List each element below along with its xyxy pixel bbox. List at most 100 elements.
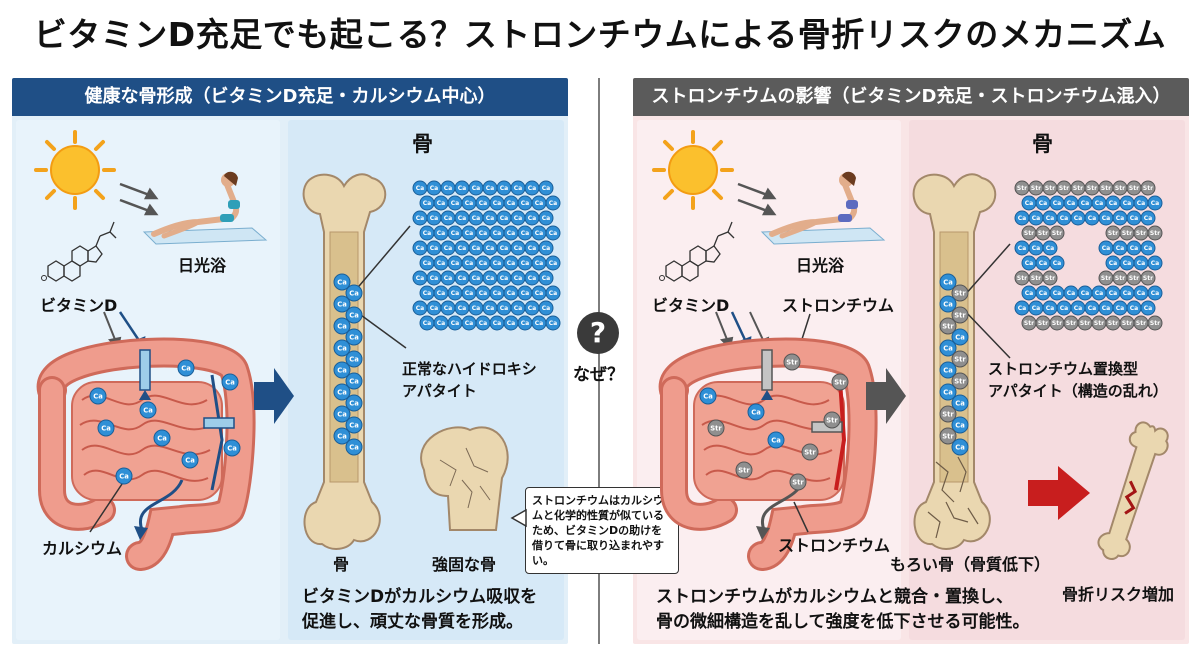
svg-text:Ca: Ca (1039, 200, 1047, 207)
svg-text:Str: Str (1136, 320, 1146, 327)
svg-text:Str: Str (1101, 185, 1111, 192)
svg-text:Ca: Ca (458, 215, 466, 222)
lattice-strontium-ion: Str (1140, 180, 1156, 196)
svg-text:Ca: Ca (507, 320, 515, 327)
svg-text:Str: Str (1024, 230, 1034, 237)
svg-text:Ca: Ca (472, 215, 480, 222)
svg-text:Ca: Ca (1095, 290, 1103, 297)
svg-text:Str: Str (786, 359, 798, 367)
svg-text:Ca: Ca (1032, 245, 1040, 252)
lattice-calcium-ion: Ca (419, 195, 435, 211)
svg-text:Ca: Ca (500, 275, 508, 282)
svg-text:Ca: Ca (1102, 305, 1110, 312)
svg-text:Ca: Ca (528, 305, 536, 312)
svg-text:Ca: Ca (451, 260, 459, 267)
svg-text:Ca: Ca (472, 275, 480, 282)
svg-text:Ca: Ca (549, 290, 557, 297)
svg-text:Ca: Ca (514, 305, 522, 312)
right-sunbathing-woman-icon (760, 171, 886, 245)
svg-text:Ca: Ca (955, 334, 965, 342)
svg-text:Str: Str (1087, 185, 1097, 192)
lattice-calcium-ion: Ca (468, 180, 484, 196)
svg-text:Ca: Ca (227, 445, 237, 453)
svg-text:Ca: Ca (542, 275, 550, 282)
lattice-calcium-ion: Ca (545, 285, 561, 301)
svg-text:Ca: Ca (430, 185, 438, 192)
intestine-strontium-ion: Str (789, 473, 807, 491)
svg-text:Ca: Ca (1151, 290, 1159, 297)
bone-calcium-ion: Ca (333, 295, 351, 313)
svg-text:Ca: Ca (451, 230, 459, 237)
note-pointer (510, 508, 527, 528)
svg-text:Ca: Ca (1123, 290, 1131, 297)
svg-text:Ca: Ca (430, 305, 438, 312)
svg-text:Ca: Ca (943, 389, 953, 397)
strontium-label-top: ストロンチウム (782, 296, 895, 315)
svg-text:Ca: Ca (349, 444, 359, 452)
svg-text:Str: Str (1150, 230, 1160, 237)
bone-strontium-ion: Str (951, 350, 969, 368)
lattice-calcium-ion: Ca (1147, 195, 1163, 211)
substituted-apatite-label: ストロンチウム置換型 アパタイト（構造の乱れ） (988, 360, 1168, 400)
svg-text:Ca: Ca (472, 245, 480, 252)
intestine-strontium-ion: Str (823, 411, 841, 429)
svg-text:Ca: Ca (549, 320, 557, 327)
right-sun-icon (652, 130, 734, 210)
svg-text:Ca: Ca (119, 473, 129, 481)
lattice-calcium-ion: Ca (1049, 285, 1065, 301)
intestine-calcium-ion: Ca (223, 439, 241, 457)
bone-calcium-ion: Ca (939, 273, 957, 291)
lattice-calcium-ion: Ca (440, 210, 456, 226)
svg-text:Str: Str (954, 378, 966, 386)
svg-text:Ca: Ca (955, 422, 965, 430)
intestine-strontium-ion: Str (831, 373, 849, 391)
bone-calcium-ion: Ca (333, 383, 351, 401)
hydroxyapatite-label: 正常なハイドロキシ アパタイト (402, 360, 537, 400)
lattice-strontium-ion: Str (1028, 270, 1044, 286)
svg-text:Ca: Ca (549, 200, 557, 207)
strong-bone-icon (420, 426, 509, 531)
page-title: ビタミンD充足でも起こる？ストロンチウムによる骨折リスクのメカニズム (33, 15, 1167, 54)
svg-text:Ca: Ca (535, 290, 543, 297)
svg-text:Ca: Ca (416, 215, 424, 222)
fractured-bone-icon (1097, 421, 1169, 560)
intestine-calcium-ion: Ca (89, 387, 107, 405)
svg-text:Str: Str (954, 356, 966, 364)
lattice-calcium-ion: Ca (454, 240, 470, 256)
svg-text:Ca: Ca (451, 200, 459, 207)
svg-text:Ca: Ca (535, 200, 543, 207)
svg-text:Ca: Ca (479, 260, 487, 267)
svg-text:Ca: Ca (500, 245, 508, 252)
svg-text:Ca: Ca (444, 245, 452, 252)
svg-text:Ca: Ca (528, 185, 536, 192)
bone-calcium-ion: Ca (345, 438, 363, 456)
center-divider (598, 78, 600, 644)
svg-text:Ca: Ca (1046, 305, 1054, 312)
svg-text:Ca: Ca (528, 275, 536, 282)
svg-text:Ca: Ca (1116, 305, 1124, 312)
svg-text:Ca: Ca (157, 435, 167, 443)
right-intestine-icon (658, 337, 878, 571)
svg-text:Str: Str (710, 425, 722, 433)
svg-text:Ca: Ca (507, 260, 515, 267)
svg-text:Ca: Ca (337, 411, 347, 419)
svg-text:Ca: Ca (423, 230, 431, 237)
svg-text:Ca: Ca (751, 409, 761, 417)
left-sunbathing-label: 日光浴 (178, 256, 227, 275)
svg-text:Str: Str (1031, 185, 1041, 192)
lattice-calcium-ion: Ca (1140, 240, 1156, 256)
svg-text:Ca: Ca (416, 275, 424, 282)
lattice-strontium-ion: Str (1126, 180, 1142, 196)
svg-text:Str: Str (1038, 320, 1048, 327)
bone-strontium-ion: Str (951, 372, 969, 390)
lattice-calcium-ion: Ca (517, 285, 533, 301)
right-vitamin-d-molecule-icon (659, 221, 735, 282)
svg-text:Ca: Ca (444, 215, 452, 222)
bone-calcium-ion: Ca (951, 394, 969, 412)
intestine-calcium-ion: Ca (221, 373, 239, 391)
svg-text:Ca: Ca (1088, 305, 1096, 312)
svg-text:Ca: Ca (1123, 260, 1131, 267)
svg-text:Ca: Ca (458, 275, 466, 282)
lattice-calcium-ion: Ca (1140, 300, 1156, 316)
svg-text:Ca: Ca (479, 200, 487, 207)
